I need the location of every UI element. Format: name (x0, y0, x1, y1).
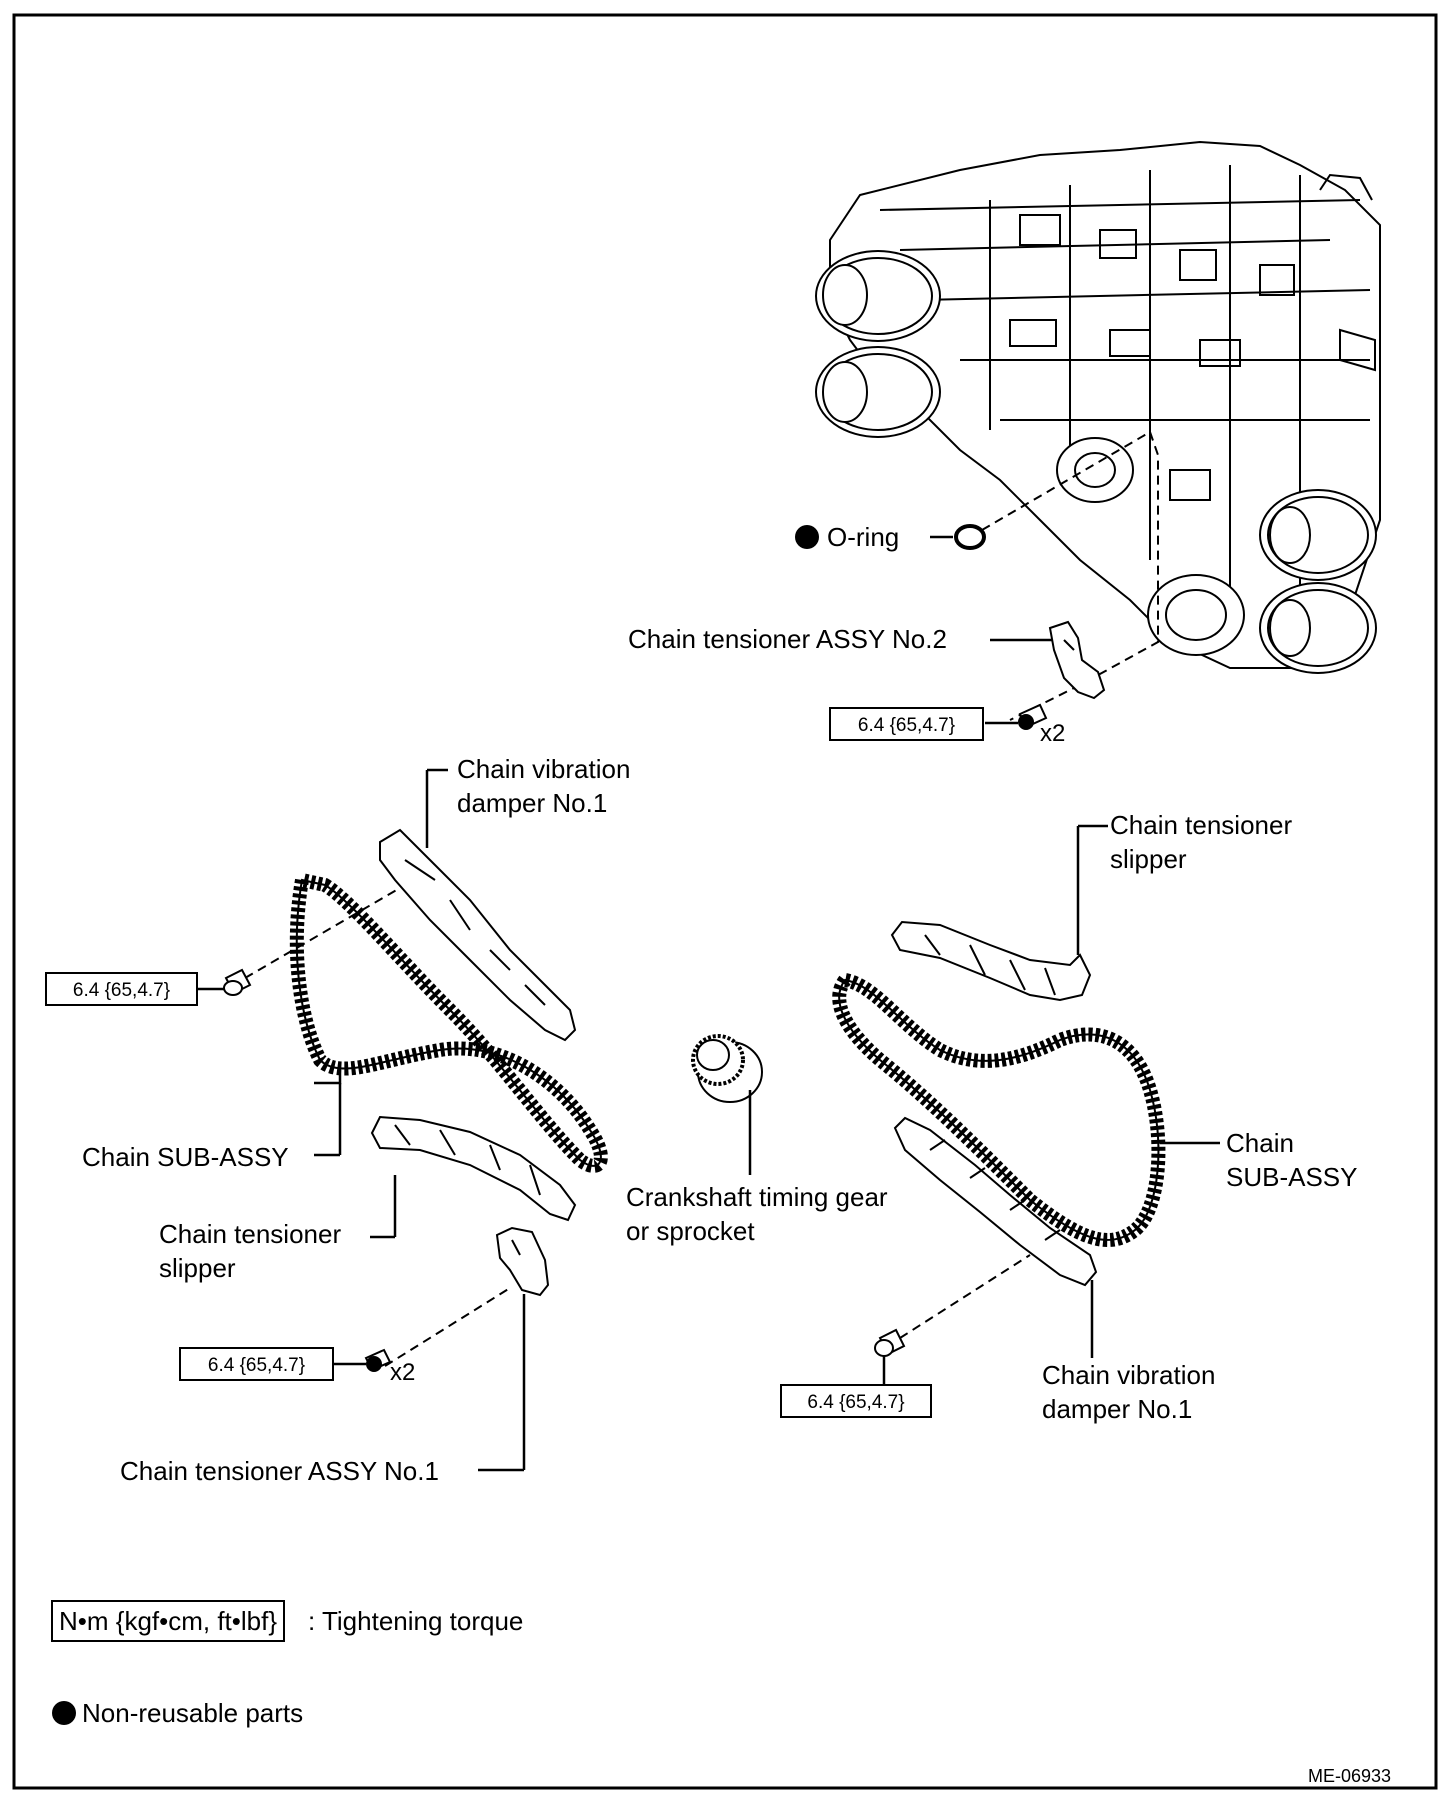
tensioner-no2-dashed (1009, 431, 1159, 721)
figure-id: ME-06933 (1308, 1766, 1392, 1786)
chain-right-part (832, 972, 1166, 1247)
qty-top: x2 (1040, 720, 1066, 747)
damper-right-part (893, 1116, 1098, 1287)
label-crank-gear: Crankshaft timing gear or sprocket (626, 1182, 888, 1246)
qty-bottom-left: x2 (390, 1359, 416, 1386)
label-damper-right: Chain vibration damper No.1 (1042, 1360, 1216, 1424)
label-tensioner-no2: Chain tensioner ASSY No.2 (628, 624, 947, 654)
tensioner-no1-dashed (384, 1287, 511, 1367)
label-chain-right: Chain SUB-ASSY (1226, 1128, 1358, 1192)
legend-unit-desc: : Tightening torque (308, 1606, 524, 1636)
torque-box-bottom-left: 6.4 {65,4.7} (179, 1347, 334, 1381)
legend-nonreusable-dot (52, 1701, 76, 1725)
torque-box-bottom-right: 6.4 {65,4.7} (780, 1384, 932, 1418)
tensioner-no1-part (495, 1226, 550, 1297)
slipper-left-part (370, 1115, 577, 1222)
torque-box-left: 6.4 {65,4.7} (45, 972, 198, 1006)
label-chain-left: Chain SUB-ASSY (82, 1142, 289, 1172)
cam-sprockets-lower (1259, 489, 1377, 674)
bolt-left (223, 968, 252, 996)
chain-left-part (289, 871, 608, 1173)
label-damper-left: Chain vibration damper No.1 (457, 754, 631, 818)
label-tensioner-no1: Chain tensioner ASSY No.1 (120, 1456, 439, 1486)
label-slipper-right: Chain tensioner slipper (1110, 810, 1293, 874)
torque-box-top: 6.4 {65,4.7} (829, 707, 984, 741)
crank-gear-part (691, 1034, 763, 1103)
cam-sprockets-upper (815, 250, 941, 438)
slipper-right-part (890, 920, 1092, 1002)
bolt-bottom-left (364, 1348, 392, 1372)
legend-non-reusable: Non-reusable parts (82, 1698, 304, 1728)
o-ring-nonreusable-dot (795, 525, 819, 549)
bolt-right-dashed (899, 1254, 1031, 1339)
o-ring-dashed (981, 431, 1151, 531)
chain-left-leader (314, 1070, 342, 1085)
legend-unit-box: N•m {kgf•cm, ft•lbf} (51, 1600, 286, 1642)
bolt-bottom-right (874, 1328, 906, 1357)
engine-block-illustration (829, 140, 1381, 669)
tensioner-no2-part (1048, 620, 1106, 700)
bolt-top (1018, 703, 1048, 730)
label-o-ring: O-ring (827, 522, 900, 552)
o-ring-part (954, 524, 986, 550)
outer-frame (12, 13, 1438, 1790)
damper-left-part (379, 828, 577, 1042)
label-slipper-left: Chain tensioner slipper (159, 1219, 342, 1283)
